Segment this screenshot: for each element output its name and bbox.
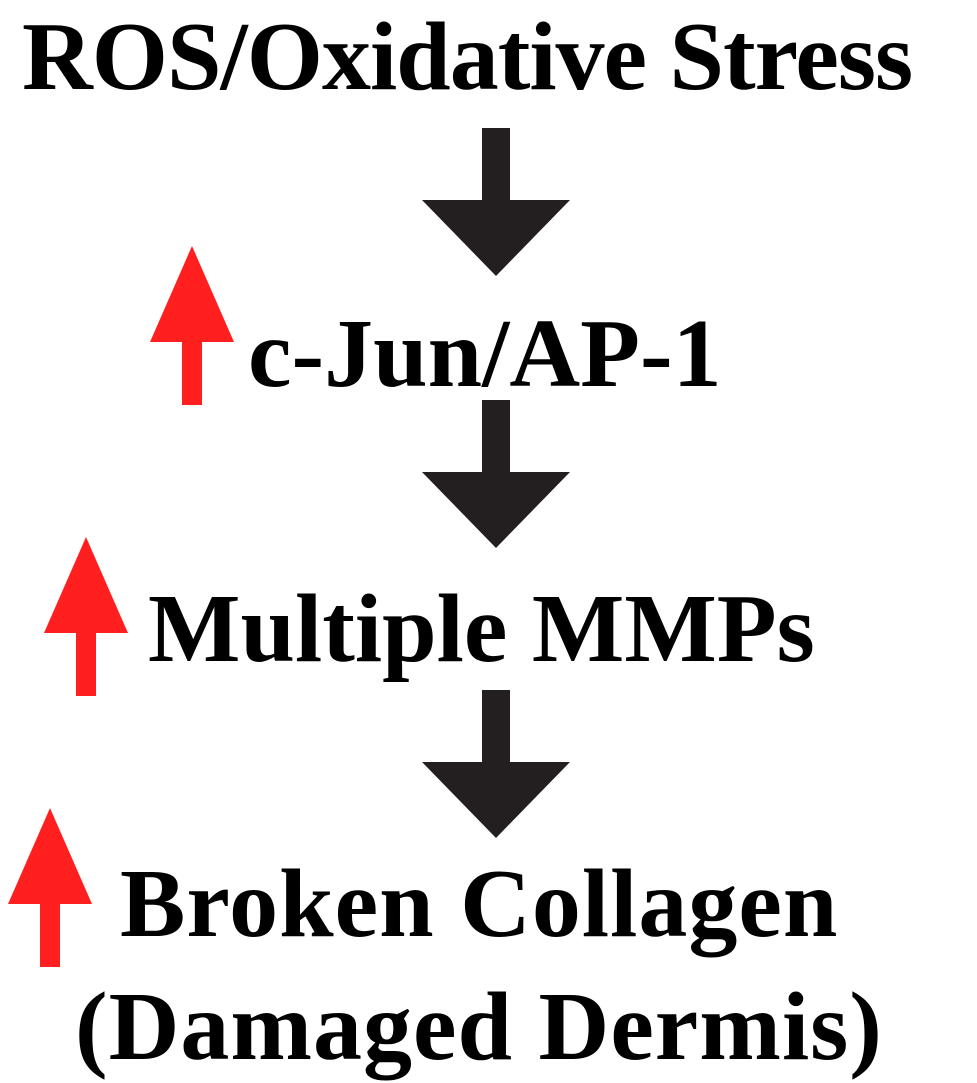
node-ros-oxidative-stress: ROS/Oxidative Stress xyxy=(22,3,913,111)
down-arrow-icon xyxy=(422,400,570,548)
node-c-jun-ap1: c-Jun/AP-1 xyxy=(248,300,722,408)
node-broken-collagen: Broken Collagen xyxy=(120,850,839,958)
down-arrow-icon xyxy=(422,690,570,838)
node-damaged-dermis: (Damaged Dermis) xyxy=(75,973,883,1081)
up-arrow-icon xyxy=(44,537,128,696)
node-multiple-mmps: Multiple MMPs xyxy=(148,575,815,683)
down-arrow-icon xyxy=(422,128,570,276)
up-arrow-icon xyxy=(8,808,92,967)
up-arrow-icon xyxy=(150,246,234,405)
